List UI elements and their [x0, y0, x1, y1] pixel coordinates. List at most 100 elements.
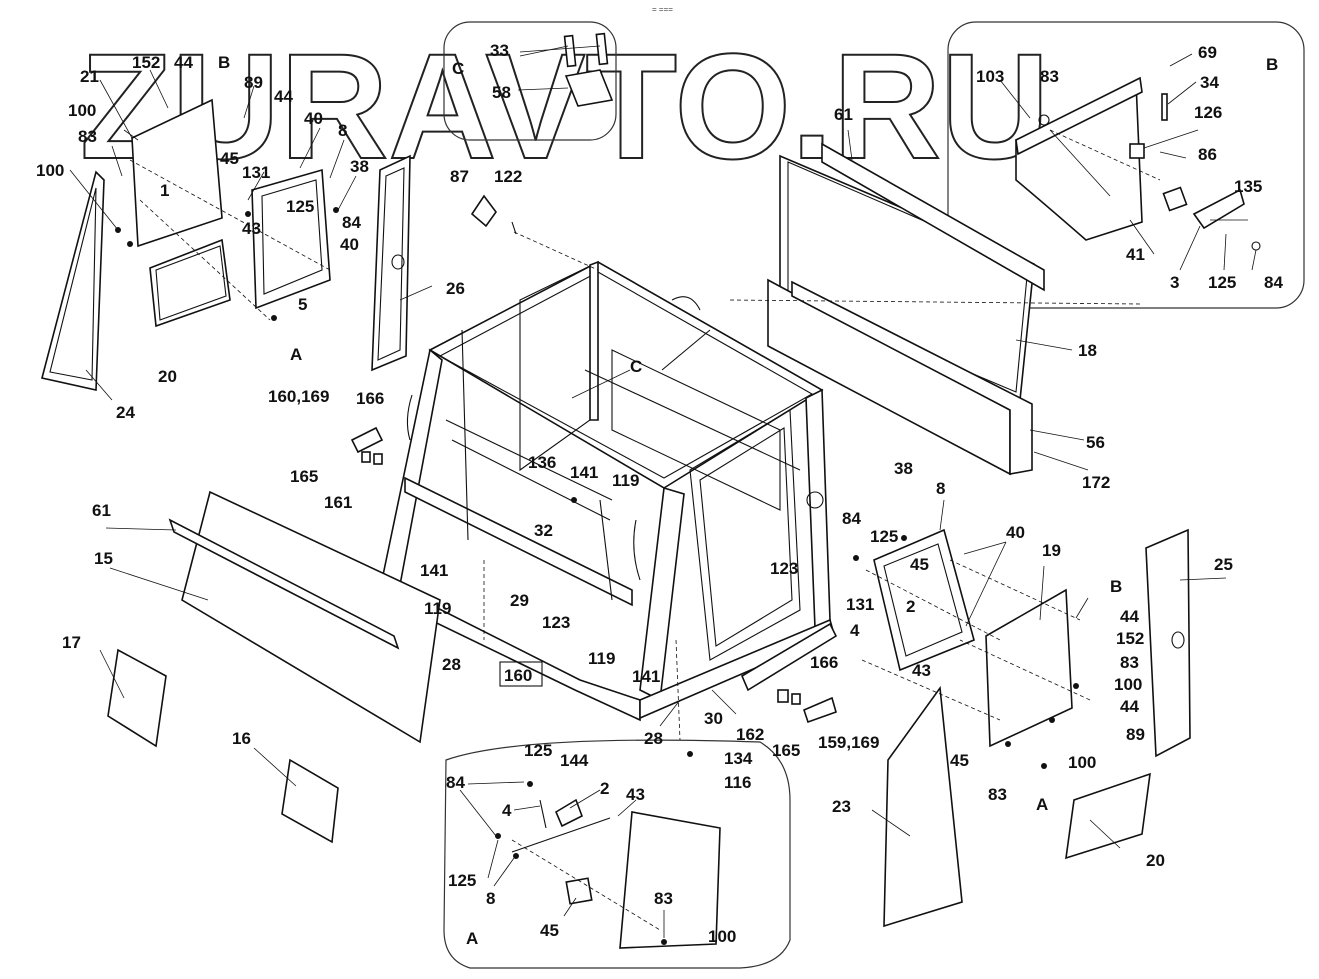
hinge-bracket-left	[251, 168, 331, 310]
label-28: 28	[442, 655, 461, 674]
label-8: 8	[486, 889, 495, 908]
label-84: 84	[842, 509, 861, 528]
label-136: 136	[528, 453, 556, 472]
label-83: 83	[1040, 67, 1059, 86]
cab-frame	[380, 260, 835, 722]
label-19: 19	[1042, 541, 1061, 560]
label-83: 83	[1120, 653, 1139, 672]
assembly-lines	[129, 129, 1161, 931]
label-28: 28	[644, 729, 663, 748]
label-25: 25	[1214, 555, 1233, 574]
label-116: 116	[724, 773, 751, 792]
label-160: 160	[504, 666, 532, 685]
label-125: 125	[870, 527, 898, 546]
handle-159	[777, 689, 837, 724]
label-43: 43	[912, 661, 931, 680]
label-160-box	[499, 661, 543, 687]
label-123: 123	[542, 613, 570, 632]
pane-17	[107, 648, 167, 748]
door-glass-23	[883, 685, 963, 928]
label-125: 125	[524, 741, 552, 760]
label-159-169: 159,169	[818, 733, 879, 752]
label-43: 43	[626, 785, 645, 804]
label-38: 38	[894, 459, 913, 478]
label-165: 165	[290, 467, 318, 486]
side-glass-26	[371, 154, 411, 372]
label-119: 119	[424, 599, 451, 618]
left-panel-21	[131, 98, 223, 248]
label-2: 2	[906, 597, 915, 616]
label-17: 17	[62, 633, 81, 652]
label-131: 131	[846, 595, 874, 614]
label-86: 86	[1198, 145, 1217, 164]
right-panel-19	[985, 588, 1073, 748]
latch-87	[470, 194, 517, 235]
label-100: 100	[1068, 753, 1096, 772]
label-166: 166	[810, 653, 838, 672]
handle-160	[350, 426, 384, 465]
label-23: 23	[832, 797, 851, 816]
label-83: 83	[78, 127, 97, 146]
label-26: 26	[446, 279, 465, 298]
label-29: 29	[510, 591, 529, 610]
label-view-b-ref: B	[1110, 577, 1122, 596]
label-100: 100	[1114, 675, 1142, 694]
label-43: 43	[242, 219, 261, 238]
label-view-a: A	[290, 345, 302, 364]
label-119: 119	[588, 649, 615, 668]
label-119: 119	[612, 471, 639, 490]
label-5: 5	[298, 295, 307, 314]
label-30: 30	[704, 709, 723, 728]
label-83: 83	[654, 889, 673, 908]
window-20-left	[149, 238, 231, 328]
label-160-169: 160,169	[268, 387, 329, 406]
label-103: 103	[976, 67, 1004, 86]
label-21: 21	[80, 67, 99, 86]
label-125: 125	[1208, 273, 1236, 292]
label-69: 69	[1198, 43, 1217, 62]
label-134: 134	[724, 749, 753, 768]
view-c-parts	[563, 32, 614, 107]
label-40: 40	[1006, 523, 1025, 542]
label-24: 24	[116, 403, 135, 422]
label-61: 61	[92, 501, 111, 520]
label-141: 141	[632, 667, 660, 686]
label-45: 45	[220, 149, 239, 168]
label-8: 8	[936, 479, 945, 498]
label-125: 125	[286, 197, 314, 216]
label-100: 100	[68, 101, 96, 120]
label-44: 44	[1120, 697, 1139, 716]
label-20: 20	[158, 367, 177, 386]
label-45: 45	[540, 921, 559, 940]
label-15: 15	[94, 549, 113, 568]
label-61: 61	[834, 105, 853, 124]
inset-view-a	[443, 739, 791, 969]
label-38: 38	[350, 157, 369, 176]
label-172: 172	[1082, 473, 1110, 492]
label-20: 20	[1146, 851, 1165, 870]
label-40: 40	[304, 109, 323, 128]
label-83: 83	[988, 785, 1007, 804]
label-100: 100	[36, 161, 64, 180]
label-44: 44	[174, 53, 193, 72]
label-141: 141	[570, 463, 598, 482]
label-125: 125	[448, 871, 476, 890]
label-1: 1	[160, 181, 169, 200]
left-door-glass-24	[41, 170, 105, 391]
windshield-15	[168, 490, 441, 744]
label-41: 41	[1126, 245, 1145, 264]
label-view-b-inset: B	[1266, 55, 1278, 74]
label-44: 44	[274, 87, 293, 106]
window-20-right	[1065, 772, 1151, 860]
label-144: 144	[560, 751, 589, 770]
label-40: 40	[340, 235, 359, 254]
label-152: 152	[1116, 629, 1144, 648]
label-166: 166	[356, 389, 384, 408]
label-84: 84	[446, 773, 465, 792]
label-44: 44	[1120, 607, 1139, 626]
label-view-b: B	[218, 53, 230, 72]
label-4: 4	[502, 801, 512, 820]
step-30	[740, 622, 838, 692]
label-3: 3	[1170, 273, 1179, 292]
inset-view-c	[443, 21, 617, 141]
